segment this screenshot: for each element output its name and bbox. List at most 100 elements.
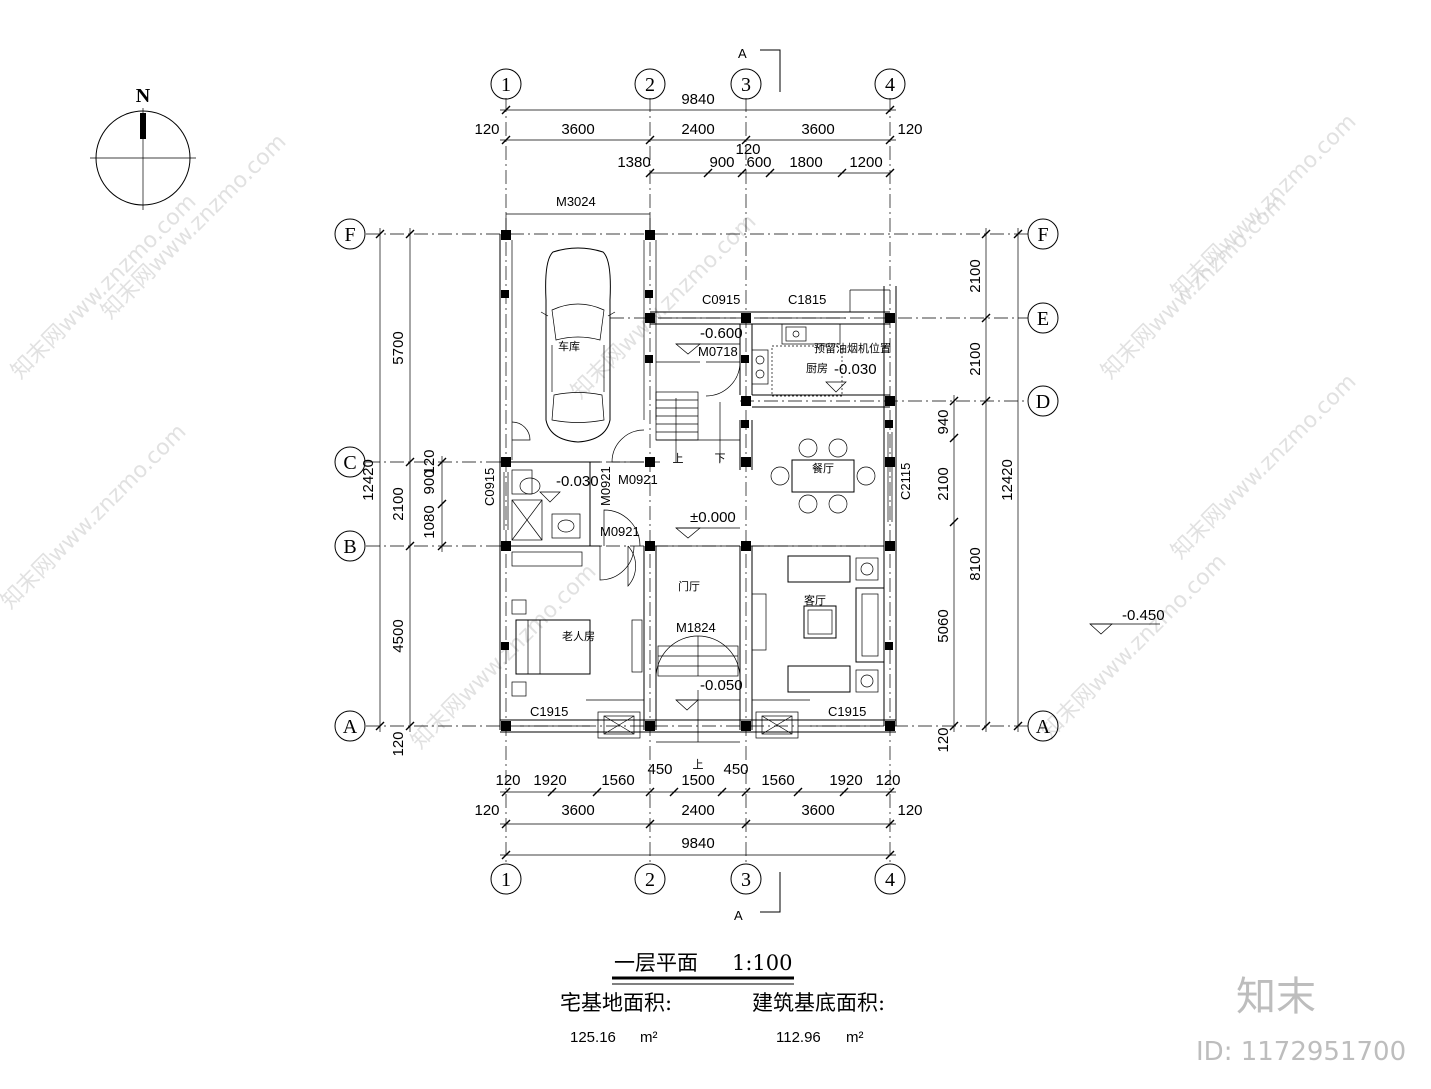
building-area-unit: m²	[846, 1029, 864, 1046]
svg-text:120: 120	[474, 802, 499, 819]
door-window-tags: M3024 C0915 C1815 M0718 M0921 M0921 M092…	[482, 194, 913, 719]
axis-bubble-E-right: E	[1027, 302, 1059, 334]
svg-text:C0915: C0915	[482, 468, 497, 506]
svg-text:E: E	[1037, 308, 1049, 330]
svg-text:C2115: C2115	[898, 463, 913, 500]
svg-text:C1915: C1915	[530, 704, 568, 719]
room-living: 客厅	[804, 593, 826, 607]
svg-text:F: F	[344, 224, 355, 246]
svg-text:600: 600	[746, 154, 771, 171]
brand-logo: 知末	[1236, 974, 1316, 1020]
level-exterior: -0.450	[1122, 607, 1165, 624]
svg-text:1080: 1080	[421, 505, 438, 538]
svg-text:M1824: M1824	[676, 620, 716, 635]
brand-corner: 知末 ID: 1172951700	[1196, 974, 1406, 1067]
svg-text:900: 900	[421, 469, 438, 494]
drawing-scale: 1:100	[732, 951, 793, 975]
watermark-text: 知末网www.znzmo.com	[0, 419, 191, 614]
axis-bubble-1-bottom: 1	[490, 863, 522, 895]
svg-text:C: C	[343, 452, 356, 474]
svg-text:1560: 1560	[761, 772, 794, 789]
hood-note: 预留油烟机位置	[814, 341, 891, 355]
north-label: N	[136, 85, 151, 107]
svg-text:F: F	[1037, 224, 1048, 246]
axis-bubble-D-right: D	[1027, 385, 1059, 417]
site-area-value: 125.16	[570, 1029, 616, 1046]
section-marker-top: A	[738, 46, 781, 92]
room-garage: 车库	[558, 339, 580, 353]
svg-text:120: 120	[474, 121, 499, 138]
stair-up-label: 上	[673, 452, 684, 465]
svg-text:M0921: M0921	[618, 472, 658, 487]
svg-text:450: 450	[647, 761, 672, 778]
svg-text:1920: 1920	[533, 772, 566, 789]
svg-text:1: 1	[501, 869, 511, 891]
svg-text:5060: 5060	[935, 609, 952, 642]
dimensions-bottom: 120 1920 1560 450 1500 450 1560 1920 120…	[474, 761, 923, 860]
axis-bubble-F-right: F	[1027, 218, 1059, 250]
bathroom-fixtures	[511, 469, 581, 541]
title-block: 一层平面 1:100 宅基地面积: 建筑基底面积: 125.16 m² 112.…	[560, 951, 885, 1046]
svg-text:3: 3	[741, 869, 751, 891]
axis-bubble-3-bottom: 3	[730, 863, 762, 895]
svg-text:120: 120	[897, 802, 922, 819]
svg-text:M0921: M0921	[598, 466, 613, 506]
svg-text:4500: 4500	[390, 619, 407, 652]
axis-bubbles: 1 2 3 4 1 2 3 4 F C B A F E D A	[334, 68, 1059, 895]
svg-text:C0915: C0915	[702, 292, 740, 307]
room-dining: 餐厅	[812, 461, 834, 475]
axis-bubble-4-top: 4	[874, 68, 906, 100]
image-id: ID: 1172951700	[1196, 1037, 1406, 1067]
axis-bubble-2-top: 2	[634, 68, 666, 100]
svg-text:2100: 2100	[935, 467, 952, 500]
svg-text:450: 450	[723, 761, 748, 778]
level-entry: -0.050	[700, 677, 743, 694]
dimensions-left: 5700 2100 4500 120 12420 1080 900 120	[360, 228, 447, 757]
north-arrow: N	[90, 85, 196, 210]
axis-bubble-F-left: F	[334, 218, 366, 250]
room-elder: 老人房	[562, 630, 595, 643]
door-swings	[511, 361, 741, 679]
windows	[503, 317, 893, 727]
svg-text:12420: 12420	[999, 459, 1016, 501]
svg-text:2400: 2400	[681, 121, 714, 138]
svg-text:3600: 3600	[561, 802, 594, 819]
svg-text:2400: 2400	[681, 802, 714, 819]
watermark-text: 知末网www.znzmo.com	[7, 189, 202, 384]
axis-bubble-B-left: B	[334, 530, 366, 562]
svg-text:D: D	[1036, 391, 1050, 413]
svg-text:940: 940	[935, 409, 952, 434]
svg-text:3600: 3600	[801, 121, 834, 138]
kitchen-fixtures	[751, 323, 843, 397]
stair-icon: 上 下 上	[655, 391, 739, 771]
watermark-text: 知末网www.znzmo.com	[1167, 369, 1362, 564]
svg-text:C1815: C1815	[788, 292, 826, 307]
level-kitchen: -0.030	[834, 361, 877, 378]
svg-text:2100: 2100	[390, 487, 407, 520]
dimensions-top: 9840 120 3600 2400 3600 120 120 1380 900…	[474, 91, 923, 178]
svg-text:8100: 8100	[967, 547, 984, 580]
axis-bubble-A-left: A	[334, 710, 366, 742]
axis-bubble-2-bottom: 2	[634, 863, 666, 895]
svg-text:3: 3	[741, 74, 751, 96]
svg-text:900: 900	[709, 154, 734, 171]
svg-text:C1915: C1915	[828, 704, 866, 719]
level-main: ±0.000	[690, 509, 736, 526]
axis-bubble-C-left: C	[334, 446, 366, 478]
svg-text:1560: 1560	[601, 772, 634, 789]
watermark-text: 知末网www.znzmo.com	[97, 129, 292, 324]
svg-text:3600: 3600	[801, 802, 834, 819]
building-area-label: 建筑基底面积:	[752, 991, 885, 1015]
structural-columns	[501, 230, 895, 731]
svg-text:A: A	[1036, 716, 1051, 738]
axis-grid	[366, 98, 1028, 865]
svg-text:1200: 1200	[849, 154, 882, 171]
level-markers: -0.600 -0.030 ±0.000 -0.050 -0.450	[539, 325, 1165, 711]
svg-text:120: 120	[735, 141, 760, 158]
svg-text:12420: 12420	[360, 459, 377, 501]
dining-table-icon	[770, 438, 876, 514]
axis-bubble-1-top: 1	[490, 68, 522, 100]
site-area-label: 宅基地面积:	[560, 991, 672, 1015]
building-area-value: 112.96	[776, 1029, 821, 1046]
svg-text:1500: 1500	[681, 772, 714, 789]
